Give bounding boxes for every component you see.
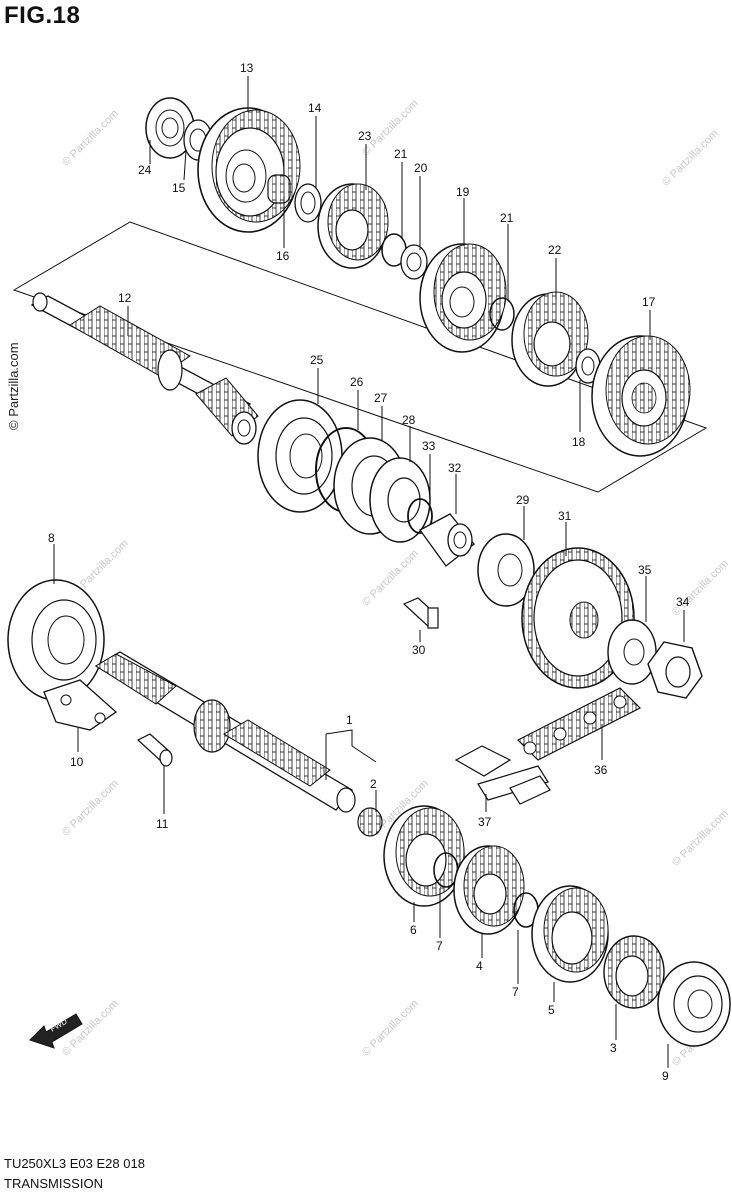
- gear-2: [357, 807, 383, 837]
- callout-10: 10: [70, 755, 84, 769]
- gear-6: [383, 805, 465, 907]
- callout-4: 4: [476, 959, 483, 973]
- spacer-32: [419, 513, 475, 567]
- callout-23: 23: [358, 129, 372, 143]
- bolt-30: [402, 597, 439, 629]
- callout-37: 37: [478, 815, 492, 829]
- plate-29: [477, 533, 535, 607]
- callout-11: 11: [156, 817, 169, 831]
- gear-13: [197, 107, 301, 233]
- callout-26: 26: [350, 375, 364, 389]
- bearing-25: [257, 399, 343, 513]
- gear-4: [453, 845, 525, 935]
- bearing-8: [7, 579, 105, 701]
- callout-6: 6: [410, 923, 417, 937]
- callout-19: 19: [456, 185, 470, 199]
- callout-labels: 13 14 23 21 20 19 21 22 17 18 16 24 15 1…: [48, 61, 690, 1083]
- gear-17: [591, 335, 691, 457]
- retainer-10: [43, 679, 118, 731]
- callout-1: 1: [346, 713, 353, 727]
- callout-12: 12: [118, 291, 132, 305]
- forward-arrow-icon: FWD: [29, 1013, 83, 1049]
- needle-bearing-16: [267, 174, 291, 204]
- gear-3: [603, 935, 665, 1009]
- circlip-21b: [489, 297, 515, 331]
- callout-17: 17: [642, 295, 656, 309]
- callout-9: 9: [662, 1069, 669, 1083]
- callout-32: 32: [448, 461, 462, 475]
- oring-33: [407, 498, 433, 534]
- callout-15: 15: [172, 181, 186, 195]
- callout-30: 30: [412, 643, 426, 657]
- callout-5: 5: [548, 1003, 555, 1017]
- footer-name: TRANSMISSION: [4, 1176, 103, 1191]
- bearing-24: [145, 97, 195, 159]
- callout-24: 24: [138, 163, 152, 177]
- callout-31: 31: [558, 509, 572, 523]
- callout-8: 8: [48, 531, 55, 545]
- callout-20: 20: [414, 161, 428, 175]
- bearing-9: [657, 961, 731, 1047]
- gear-5: [531, 885, 609, 983]
- callout-33: 33: [422, 439, 436, 453]
- chain-36: [516, 687, 642, 761]
- gear-23: [317, 183, 389, 269]
- callout-18: 18: [572, 435, 586, 449]
- gear-19: [419, 243, 507, 353]
- footer-code: TU250XL3 E03 E28 018: [4, 1156, 145, 1171]
- seal-28: [369, 457, 431, 543]
- screw-11: [136, 733, 173, 767]
- washer-35: [607, 619, 657, 685]
- callout-36: 36: [594, 763, 608, 777]
- washer-20: [400, 244, 428, 280]
- figure-title: FIG.18: [4, 2, 81, 29]
- leader-lines: [53, 76, 685, 1068]
- callout-14: 14: [308, 101, 322, 115]
- sprocket-31: [521, 547, 635, 689]
- nut-34: [647, 641, 703, 699]
- callout-13: 13: [240, 61, 254, 75]
- callout-16: 16: [276, 249, 290, 263]
- master-link-37: [454, 745, 551, 805]
- callout-2: 2: [370, 777, 377, 791]
- callout-29: 29: [516, 493, 530, 507]
- callout-35: 35: [638, 563, 652, 577]
- callout-22: 22: [548, 243, 562, 257]
- washer-14: [294, 183, 322, 223]
- callout-25: 25: [310, 353, 324, 367]
- callout-3: 3: [610, 1041, 617, 1055]
- washer-18: [575, 348, 601, 384]
- callout-21: 21: [394, 147, 408, 161]
- callout-7a: 7: [436, 939, 443, 953]
- callout-21b: 21: [500, 211, 514, 225]
- countershaft-12: [30, 292, 259, 445]
- callout-28: 28: [402, 413, 416, 427]
- callout-34: 34: [676, 595, 690, 609]
- callout-7b: 7: [512, 985, 519, 999]
- assembly-boundary: [12, 221, 708, 493]
- callout-27: 27: [374, 391, 388, 405]
- driveshaft-1: [94, 651, 356, 813]
